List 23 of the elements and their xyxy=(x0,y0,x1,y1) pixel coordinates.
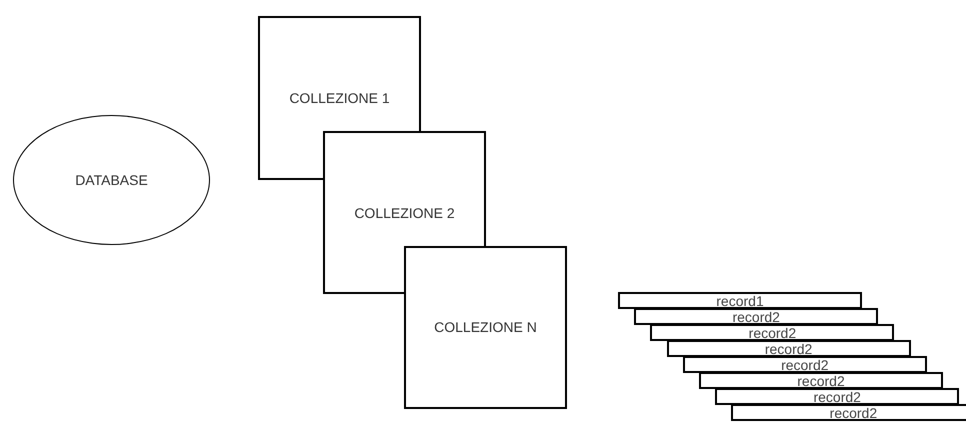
record-label: record2 xyxy=(764,342,812,356)
node-label: COLLEZIONE N xyxy=(434,318,537,337)
record-label: record2 xyxy=(748,326,796,340)
record-label: record1 xyxy=(716,294,764,308)
record-bar xyxy=(650,324,894,341)
record-bar xyxy=(715,388,960,405)
record-bar xyxy=(634,308,878,325)
collection-box xyxy=(404,246,567,409)
collection-box xyxy=(323,131,486,246)
record-bar xyxy=(731,404,966,421)
record-bar xyxy=(699,372,943,389)
node-label: COLLEZIONE 1 xyxy=(289,89,390,108)
collection-box xyxy=(258,16,421,131)
record-bar xyxy=(618,292,862,309)
record-bar xyxy=(682,356,927,373)
record-label: record2 xyxy=(797,374,845,388)
node-label: COLLEZIONE 2 xyxy=(354,204,455,223)
record-label: record2 xyxy=(732,310,780,324)
record-label: record2 xyxy=(781,358,829,372)
node-label: DATABASE xyxy=(75,170,148,190)
record-label: record2 xyxy=(830,406,878,420)
record-label: record2 xyxy=(813,390,861,404)
record-bar xyxy=(666,340,911,357)
